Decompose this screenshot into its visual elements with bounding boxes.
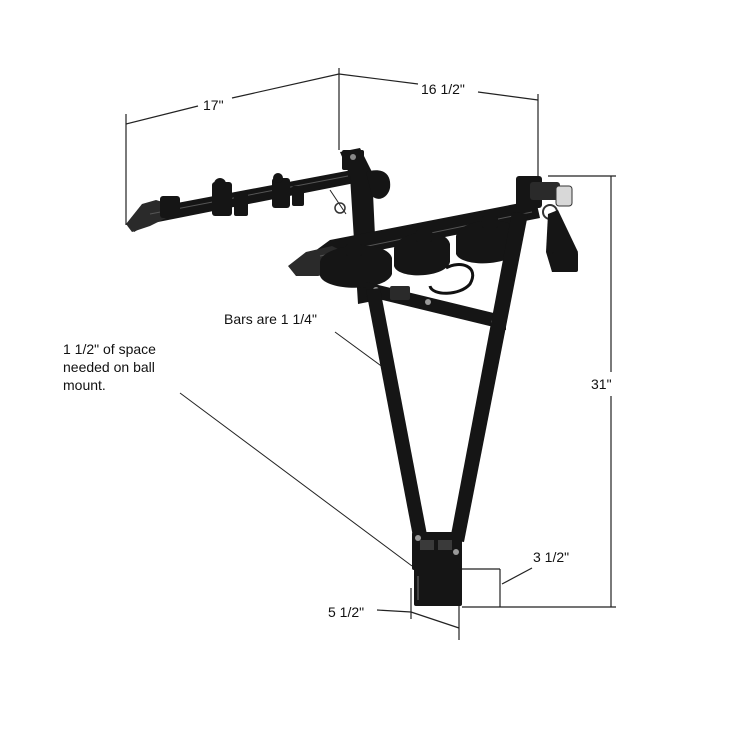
dim-17-line-a [125,105,199,125]
dim-label-31: 31" [591,376,612,392]
dim-label-3half: 3 1/2" [533,549,569,565]
front-carrier-arm [288,200,540,295]
leader-space [179,392,413,567]
dim-label-16half: 16 1/2" [421,81,465,97]
upper-clamp-head [516,176,578,272]
dim-17-line-b [231,73,340,99]
leader-bars [334,331,385,369]
rear-carrier-arm [126,170,360,232]
dim-16half-line-b [477,91,539,101]
crossbar [366,282,506,330]
dim-3half-leader [501,567,533,585]
dim-16half-line-a [338,73,419,85]
note-space-line3: mount. [63,377,106,393]
note-labels: Bars are 1 1/4" 1 1/2" of space needed o… [63,311,317,393]
dim-5half-line [410,611,460,629]
dim-label-17: 17" [203,97,224,113]
right-leg [450,212,528,542]
left-leg [366,288,428,542]
dim-label-5half: 5 1/2" [328,604,364,620]
note-bars: Bars are 1 1/4" [224,311,317,327]
note-space-line2: needed on ball [63,359,155,375]
bike-rack-illustration [126,148,578,606]
dimension-lines [125,68,616,640]
bottom-clamp [412,532,462,606]
dim-5half-leader [376,609,412,613]
note-space-line1: 1 1/2" of space [63,341,156,357]
dimension-labels: 17" 16 1/2" 31" 3 1/2" 5 1/2" [203,81,612,620]
